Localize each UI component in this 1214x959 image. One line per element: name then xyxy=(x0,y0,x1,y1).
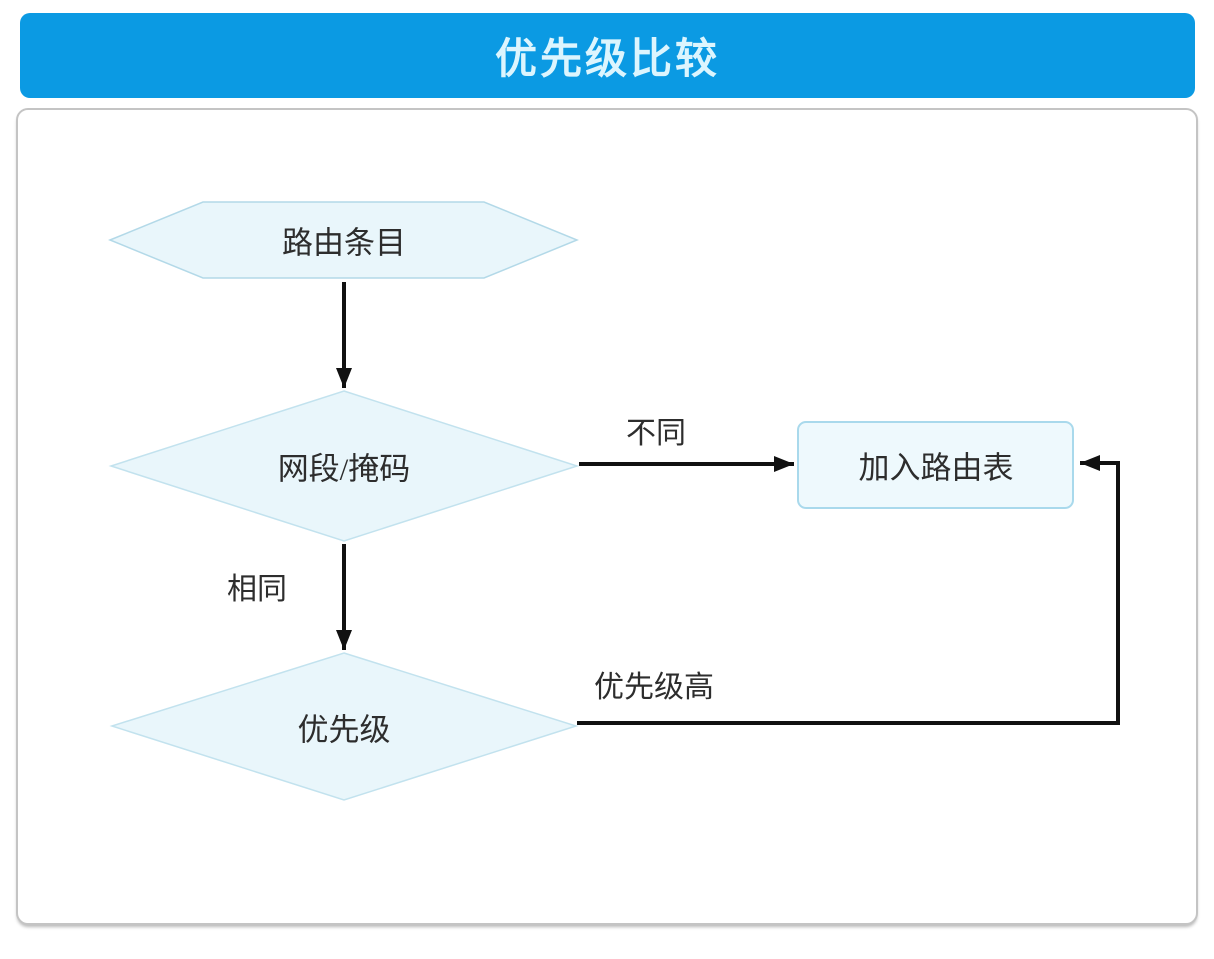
node-add-to-routing-table-label: 加入路由表 xyxy=(858,450,1014,486)
node-priority-label: 优先级 xyxy=(297,712,391,748)
node-route-entry-label: 路由条目 xyxy=(282,225,406,261)
flowchart-container xyxy=(16,108,1198,925)
edge-label-priority-high: 优先级高 xyxy=(594,671,714,704)
edge-label-different: 不同 xyxy=(626,417,686,450)
edge-label-same: 相同 xyxy=(227,573,287,606)
node-segment-mask-label: 网段/掩码 xyxy=(277,451,411,487)
page-title: 优先级比较 xyxy=(494,37,720,83)
title-bar: 优先级比较 xyxy=(20,13,1195,98)
